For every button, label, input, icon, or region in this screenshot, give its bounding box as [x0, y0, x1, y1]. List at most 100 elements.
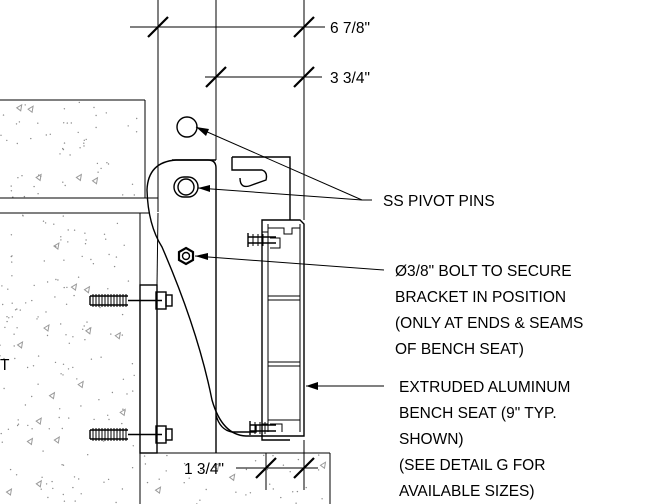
- concrete-speck: [60, 323, 62, 325]
- aggregate-mark: [26, 437, 34, 446]
- leader-bolt: [194, 253, 385, 271]
- aggregate-mark: [5, 488, 13, 496]
- concrete-stipple: [0, 101, 327, 504]
- concrete-speck: [7, 288, 9, 290]
- concrete-speck: [69, 154, 71, 156]
- concrete-speck: [63, 142, 66, 144]
- concrete-speck: [111, 391, 114, 394]
- concrete-speck: [100, 167, 102, 170]
- concrete-speck: [31, 299, 33, 302]
- concrete-speck: [86, 321, 88, 323]
- concrete-speck: [3, 357, 5, 360]
- concrete-speck: [8, 317, 10, 319]
- aggregate-mark: [27, 105, 34, 114]
- bench-label-line-1: EXTRUDED ALUMINUM: [399, 379, 570, 396]
- concrete-speck: [62, 148, 65, 151]
- concrete-speck: [84, 339, 86, 341]
- concrete-speck: [11, 316, 13, 318]
- concrete-speck: [6, 139, 8, 142]
- concrete-speck: [15, 123, 18, 125]
- concrete-speck: [131, 467, 134, 469]
- concrete-speck: [105, 238, 107, 240]
- concrete-speck: [72, 366, 74, 369]
- concrete-speck: [62, 181, 64, 183]
- concrete-speck: [92, 263, 95, 265]
- concrete-speck: [46, 281, 49, 283]
- concrete-speck: [90, 358, 93, 360]
- concrete-speck: [54, 361, 57, 364]
- concrete-speck: [282, 464, 285, 466]
- concrete-speck: [158, 478, 160, 480]
- concrete-speck: [297, 458, 300, 461]
- concrete-speck: [103, 481, 105, 483]
- seat-screw-lower: [249, 421, 276, 435]
- concrete-speck: [122, 378, 125, 380]
- concrete-speck: [74, 500, 76, 502]
- concrete-speck: [200, 469, 202, 472]
- concrete-speck: [96, 162, 99, 165]
- aggregate-mark: [212, 462, 220, 471]
- concrete-speck: [62, 147, 64, 150]
- concrete-speck: [22, 215, 24, 217]
- concrete-speck: [122, 194, 124, 196]
- concrete-speck: [116, 222, 119, 225]
- dim-offset-label: 1 3/4": [184, 461, 224, 478]
- concrete-speck: [123, 244, 125, 246]
- concrete-speck: [95, 114, 97, 117]
- concrete-speck: [121, 334, 124, 336]
- concrete-speck: [289, 471, 291, 473]
- concrete-speck: [263, 454, 265, 457]
- concrete-speck: [42, 220, 45, 222]
- concrete-speck: [16, 424, 19, 427]
- concrete-speck: [31, 395, 33, 398]
- concrete-speck: [305, 486, 307, 489]
- aggregate-mark: [114, 331, 121, 340]
- concrete-speck: [63, 259, 65, 261]
- concrete-speck: [93, 418, 95, 421]
- concrete-speck: [84, 232, 86, 234]
- concrete-speck: [25, 302, 27, 304]
- concrete-speck: [292, 491, 294, 493]
- concrete-speck: [131, 183, 134, 185]
- concrete-speck: [82, 328, 84, 330]
- concrete-speck: [54, 296, 56, 298]
- concrete-speck: [37, 383, 39, 385]
- concrete-speck: [80, 493, 82, 495]
- concrete-speck: [46, 334, 49, 337]
- aggregate-mark: [70, 283, 78, 292]
- concrete-speck: [59, 153, 61, 155]
- callout-pivot-pins: SS PIVOT PINS: [383, 193, 495, 210]
- concrete-speck: [183, 462, 186, 465]
- concrete-speck: [108, 418, 110, 421]
- concrete-speck: [61, 464, 63, 466]
- concrete-speck: [113, 265, 116, 268]
- pivot-pin-lower: [173, 176, 199, 198]
- concrete-speck: [63, 108, 66, 110]
- concrete-speck: [6, 316, 8, 318]
- concrete-speck: [26, 366, 29, 369]
- bench-label-line-5: AVAILABLE SIZES): [399, 483, 535, 500]
- concrete-speck: [84, 243, 87, 245]
- concrete-speck: [205, 488, 207, 491]
- aggregate-mark: [53, 436, 60, 444]
- concrete-speck: [16, 327, 18, 329]
- concrete-speck: [107, 478, 110, 481]
- concrete-speck: [144, 463, 147, 465]
- upper-concrete-slab: [0, 99, 158, 214]
- concrete-speck: [11, 275, 13, 277]
- concrete-speck: [62, 374, 64, 376]
- concrete-speck: [4, 326, 6, 329]
- concrete-speck: [60, 373, 62, 375]
- concrete-speck: [102, 440, 105, 442]
- concrete-speck: [296, 490, 299, 493]
- concrete-speck: [32, 365, 35, 367]
- anchor-bolt-upper: [89, 291, 173, 310]
- concrete-speck: [67, 229, 69, 231]
- concrete-speck: [59, 408, 61, 410]
- concrete-speck: [17, 419, 19, 421]
- hex-bolt: [177, 246, 195, 266]
- concrete-speck: [235, 491, 237, 493]
- concrete-speck: [62, 493, 64, 496]
- concrete-speck: [127, 280, 130, 282]
